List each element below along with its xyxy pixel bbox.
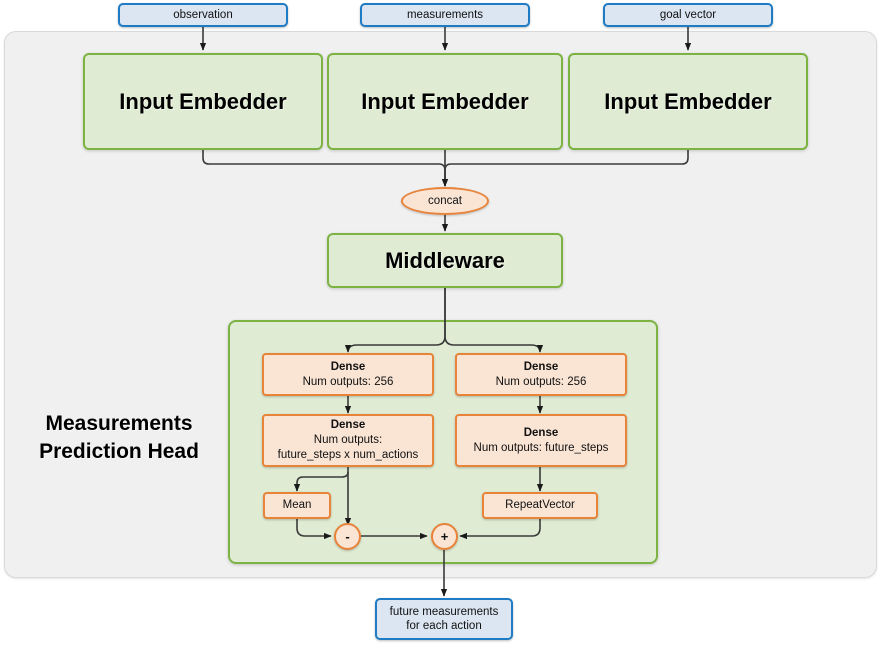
left-dense-2[interactable]: Dense Num outputs: future_steps x num_ac… xyxy=(262,414,434,467)
input-box-goal-vector[interactable]: goal vector xyxy=(603,3,773,27)
concat-label: concat xyxy=(428,195,462,207)
add-symbol: + xyxy=(440,529,449,544)
right-dense-2[interactable]: Dense Num outputs: future_steps xyxy=(455,414,627,467)
repeat-vector-node[interactable]: RepeatVector xyxy=(482,492,598,519)
output-box[interactable]: future measurements for each action xyxy=(375,598,513,640)
output-label-line1: future measurements xyxy=(389,606,499,618)
input-box-observation[interactable]: observation xyxy=(118,3,288,27)
input-embedder-goal-vector[interactable]: Input Embedder xyxy=(568,53,808,150)
mean-label: Mean xyxy=(282,499,312,511)
input-box-measurements[interactable]: measurements xyxy=(360,3,530,27)
input-embedder-label: Input Embedder xyxy=(604,88,772,114)
subtract-symbol: - xyxy=(345,529,350,544)
concat-node[interactable]: concat xyxy=(401,187,489,215)
left-dense-2-detail-line2: future_steps x num_actions xyxy=(277,449,419,461)
input-embedder-label: Input Embedder xyxy=(361,88,529,114)
left-dense-2-detail-line1: Num outputs: xyxy=(313,434,383,446)
input-label-observation: observation xyxy=(173,9,233,21)
subtract-operator[interactable]: - xyxy=(334,523,361,550)
right-dense-2-detail: Num outputs: future_steps xyxy=(473,441,609,454)
prediction-head-title: Measurements Prediction Head xyxy=(14,410,224,466)
add-operator[interactable]: + xyxy=(431,523,458,550)
right-dense-1-title: Dense xyxy=(523,360,559,373)
left-dense-1[interactable]: Dense Num outputs: 256 xyxy=(262,353,434,396)
left-dense-1-title: Dense xyxy=(330,360,366,373)
output-label-line2: for each action xyxy=(406,620,482,632)
middleware-label: Middleware xyxy=(385,247,505,273)
right-dense-2-title: Dense xyxy=(523,426,559,439)
input-label-measurements: measurements xyxy=(406,9,484,21)
input-embedder-measurements[interactable]: Input Embedder xyxy=(327,53,563,150)
mean-node[interactable]: Mean xyxy=(263,492,331,519)
input-embedder-observation[interactable]: Input Embedder xyxy=(83,53,323,150)
prediction-head-title-line2: Prediction Head xyxy=(39,440,199,463)
repeat-vector-label: RepeatVector xyxy=(505,499,575,511)
prediction-head-title-line1: Measurements xyxy=(45,412,193,435)
input-embedder-label: Input Embedder xyxy=(119,88,287,114)
middleware-node[interactable]: Middleware xyxy=(327,233,563,288)
left-dense-1-detail: Num outputs: 256 xyxy=(302,375,394,388)
input-label-goal-vector: goal vector xyxy=(659,9,717,21)
left-dense-2-title: Dense xyxy=(330,419,366,431)
right-dense-1[interactable]: Dense Num outputs: 256 xyxy=(455,353,627,396)
right-dense-1-detail: Num outputs: 256 xyxy=(495,375,587,388)
